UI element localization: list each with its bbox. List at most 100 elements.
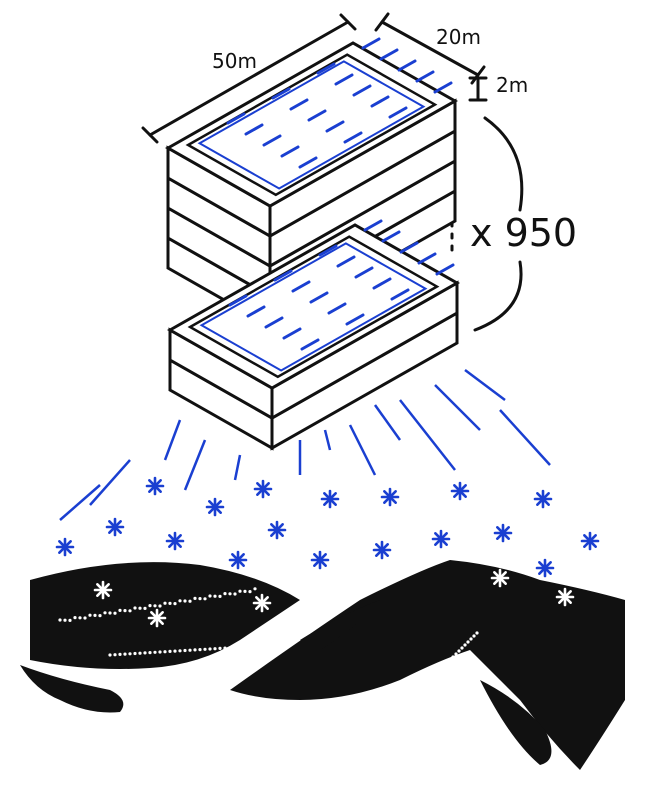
water-ripple — [318, 244, 338, 257]
snow-dot — [253, 644, 257, 648]
water-ripple — [244, 123, 264, 136]
snow-dot — [203, 647, 207, 651]
snowflakes — [55, 476, 600, 628]
snow-dot — [68, 618, 72, 623]
water-ripple — [381, 230, 401, 243]
water-ripple — [390, 288, 410, 301]
snow-dot — [448, 658, 452, 662]
snow-dot — [472, 634, 476, 638]
snow-dot — [78, 616, 82, 620]
snow-dot — [138, 651, 142, 655]
water-ripple — [307, 109, 327, 122]
snow-dot — [475, 631, 479, 635]
snow-dot — [418, 688, 422, 692]
snow-dot — [238, 589, 242, 593]
snow-dot — [427, 679, 431, 683]
water-ripple — [379, 48, 399, 61]
pool-water — [197, 60, 426, 190]
rain-line-icon — [163, 419, 182, 461]
snowflake-icon — [145, 476, 165, 496]
snow-dot — [98, 614, 102, 618]
snow-dot — [445, 661, 449, 665]
water-ripple — [336, 255, 356, 268]
snow-dot — [73, 616, 77, 620]
rain-line-icon — [323, 429, 332, 451]
snow-dot — [128, 609, 132, 613]
rain-line-icon — [89, 459, 131, 506]
snowflake-icon — [533, 489, 553, 509]
snowflake-icon — [228, 550, 248, 570]
water-ripple — [228, 294, 248, 307]
water-ripple — [298, 156, 318, 169]
snow-dot — [173, 649, 177, 653]
snow-dot — [248, 590, 252, 594]
water-ripple — [289, 98, 309, 111]
width-label: 20m — [436, 25, 481, 49]
snowflake-icon — [555, 587, 575, 607]
snow-dot — [208, 594, 212, 598]
water-ripple — [282, 327, 302, 340]
snow-dot — [198, 597, 202, 601]
snow-dot — [188, 599, 192, 603]
snow-dot — [439, 667, 443, 671]
rain-line-icon — [183, 439, 207, 491]
snow-dot — [469, 637, 473, 641]
rain-line-icon — [399, 399, 456, 471]
snow-dot — [158, 604, 162, 608]
snowflake-icon — [93, 580, 113, 600]
snow-dot — [213, 594, 217, 598]
snow-dot — [173, 602, 177, 606]
snow-dots — [58, 587, 479, 692]
snow-dot — [203, 597, 207, 601]
snow-dot — [58, 618, 62, 622]
snowflake-icon — [580, 531, 600, 551]
snow-dot — [183, 599, 187, 603]
snow-dot — [218, 594, 222, 599]
snow-dot — [248, 645, 252, 649]
snow-dot — [463, 643, 467, 647]
snow-dot — [233, 645, 237, 650]
snowflake-icon — [372, 540, 392, 560]
snow-dot — [113, 653, 117, 657]
rain-line-icon — [464, 369, 506, 401]
snow-dot — [128, 652, 132, 656]
snow-dot — [123, 609, 127, 613]
water-ripple — [435, 263, 455, 276]
water-ripple — [226, 112, 246, 125]
water-ripple — [354, 266, 374, 279]
rain-line-icon — [59, 484, 101, 521]
water-ripple — [271, 87, 291, 100]
snow-dot — [451, 655, 455, 659]
water-ripple — [334, 73, 354, 86]
water-ripple — [417, 252, 437, 265]
snow-dot — [93, 613, 97, 618]
snow-dot — [153, 604, 157, 608]
water-ripple — [345, 313, 365, 326]
snow-dot — [223, 592, 227, 596]
snow-dot — [133, 651, 137, 656]
snowflake-icon — [310, 550, 330, 570]
snow-dot — [421, 685, 425, 689]
snow-dot — [88, 613, 92, 617]
snow-dot — [178, 599, 182, 603]
water-ripple — [246, 305, 266, 318]
snow-dot — [108, 611, 112, 615]
snow-dot — [188, 648, 192, 652]
snow-dot — [178, 649, 182, 653]
snow-dot — [163, 650, 167, 654]
length-label: 50m — [212, 49, 257, 73]
snow-dot — [213, 647, 217, 651]
snow-dot — [113, 611, 117, 615]
multiplier-label: x 950 — [470, 211, 577, 255]
snow-dot — [138, 606, 142, 610]
rain-line-icon — [434, 384, 481, 431]
snowflake-icon — [55, 537, 75, 557]
snowflake-icon — [535, 558, 555, 578]
snow-dot — [198, 648, 202, 652]
water-ripple — [372, 277, 392, 290]
snow-dot — [83, 616, 87, 620]
snow-dot — [183, 648, 187, 653]
snowflake-icon — [320, 489, 340, 509]
water-ripple — [433, 81, 453, 94]
